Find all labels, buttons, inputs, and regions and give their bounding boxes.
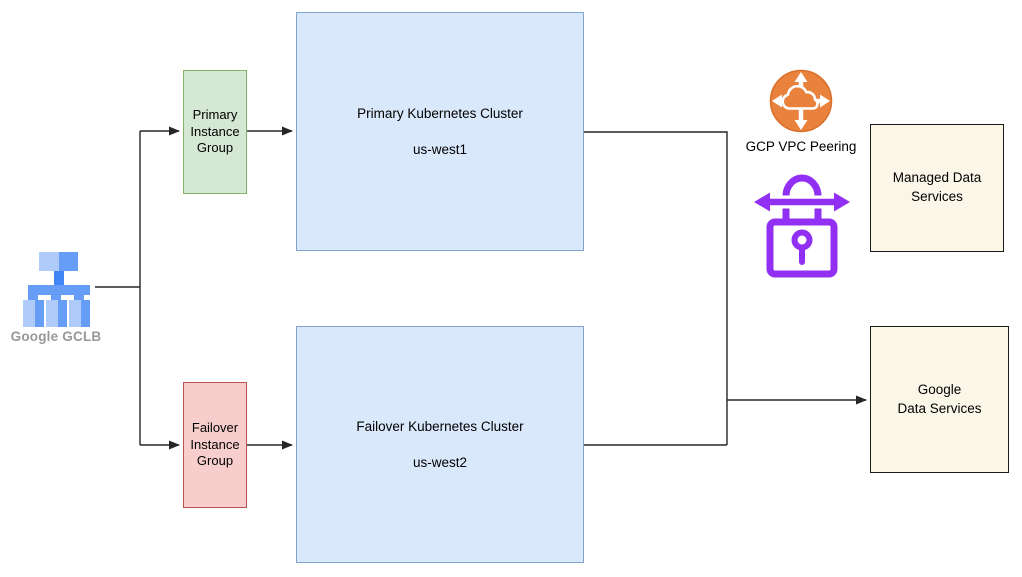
failover-kubernetes-cluster-box[interactable]: Failover Kubernetes Cluster us-west2 [296,326,584,563]
failover-instance-group-box[interactable]: Failover Instance Group [183,382,247,508]
lock-bidirectional-arrow-icon[interactable] [752,172,852,280]
primary-instance-group-label: Primary Instance Group [190,106,240,156]
failover-cluster-title: Failover Kubernetes Cluster [356,419,524,434]
lock-shackle [782,174,822,222]
vpc-peering-node[interactable]: GCP VPC Peering [731,69,871,154]
primary-instance-group-box[interactable]: Primary Instance Group [183,70,247,194]
cloud-glyph [781,84,819,110]
vpc-peering-label: GCP VPC Peering [745,139,857,154]
failover-cluster-region: us-west2 [412,455,467,470]
connector-gclb-split [95,131,141,445]
primary-kubernetes-cluster-box[interactable]: Primary Kubernetes Cluster us-west1 [296,12,584,251]
primary-cluster-region: us-west1 [412,142,468,157]
vpc-peering-icon [769,69,833,133]
managed-data-services-label: Managed Data Services [892,170,982,204]
failover-instance-group-label: Failover Instance Group [190,419,240,469]
load-balancer-icon [23,252,90,327]
google-data-services-box[interactable]: Google Data Services [870,326,1009,473]
connector-clusters-merge [584,131,728,446]
primary-cluster-title: Primary Kubernetes Cluster [357,106,523,121]
google-data-services-label: Google Data Services [897,381,982,416]
managed-data-services-box[interactable]: Managed Data Services [870,124,1004,252]
bidirectional-arrow [754,192,850,212]
gclb-node[interactable]: Google GCLB [0,250,112,344]
gclb-label: Google GCLB [10,329,102,344]
